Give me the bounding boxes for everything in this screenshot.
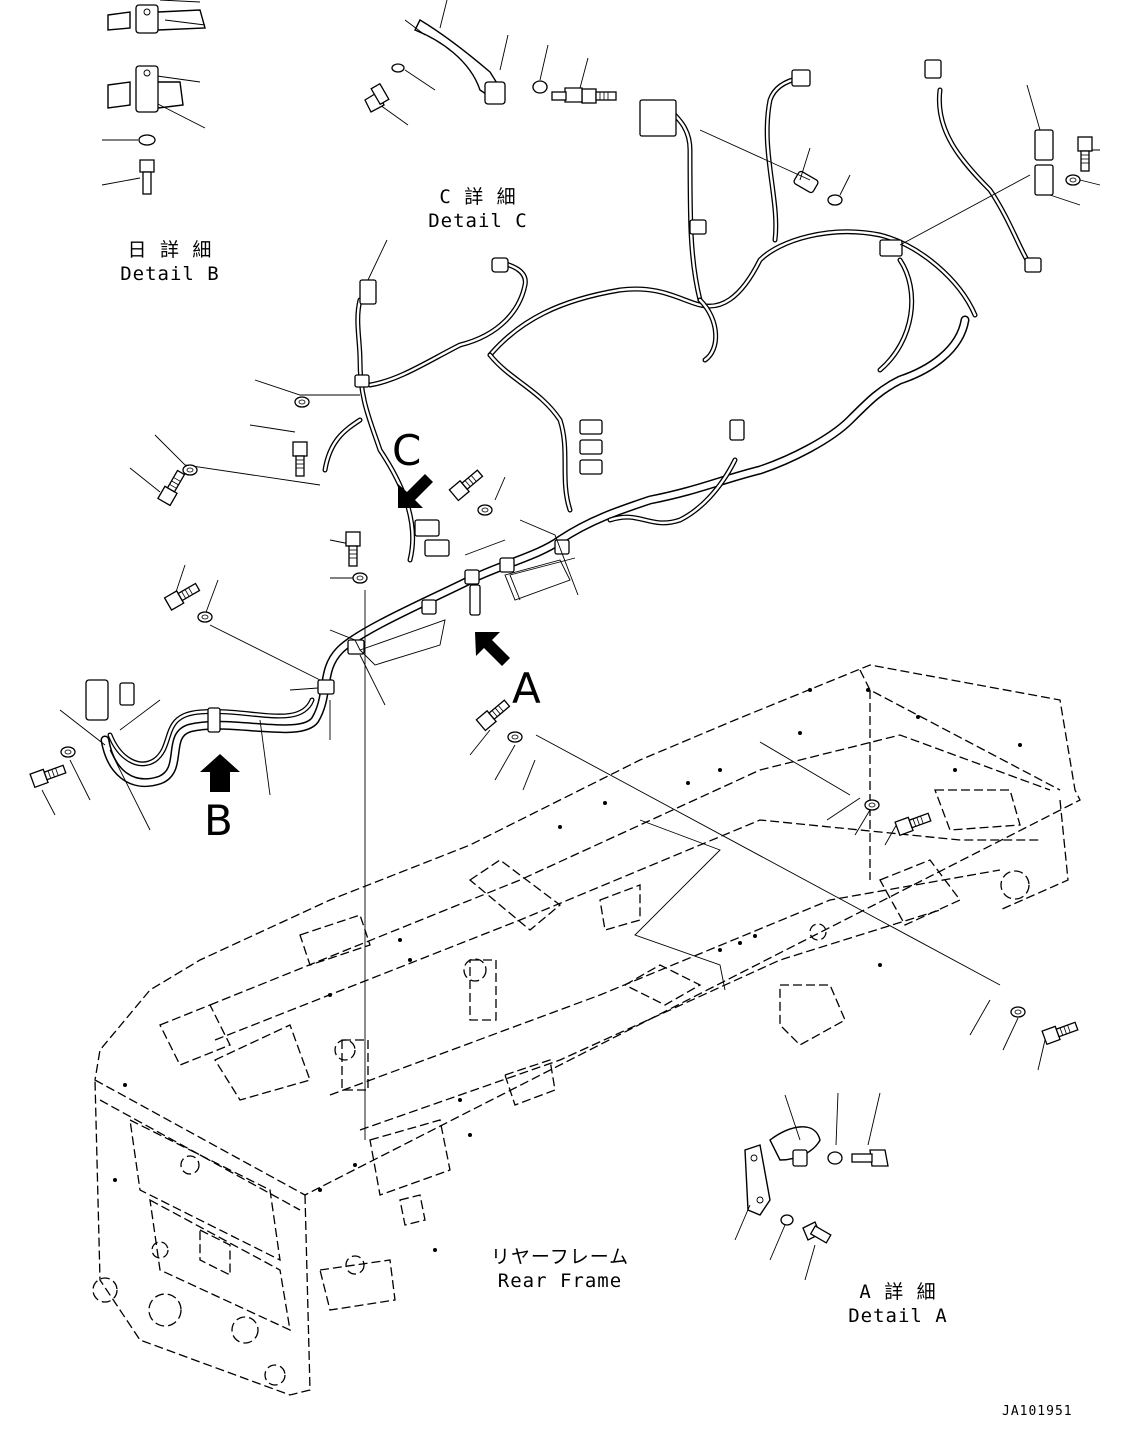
- rear-frame-outline: [92, 664, 1081, 1396]
- detail-a-bracket: [744, 1126, 889, 1244]
- view-label-b: B: [204, 796, 233, 845]
- detail-b-title-jp: 日 詳 細: [127, 239, 213, 261]
- bolt-icon: [29, 764, 67, 789]
- detail-b-title-en: Detail B: [120, 263, 220, 285]
- view-label-a: A: [512, 664, 541, 713]
- view-arrows: [200, 474, 510, 792]
- view-label-c: C: [392, 426, 422, 475]
- bolt-icon: [581, 88, 617, 104]
- view-arrow-b-icon: [200, 754, 240, 792]
- bolt-icon: [163, 582, 201, 611]
- detail-c-clamp: [364, 19, 583, 113]
- view-arrow-c-icon: [398, 474, 433, 508]
- fasteners: [29, 81, 1093, 1046]
- wiring-harness: [100, 75, 1033, 788]
- connectors: [85, 59, 1054, 721]
- bolt-icon: [1041, 1021, 1079, 1046]
- detail-a-label: A 詳 細 Detail A: [848, 1280, 948, 1328]
- detail-b-clamp: [107, 4, 206, 195]
- rear-frame-title-en: Rear Frame: [497, 1270, 623, 1292]
- washer-icon: [477, 504, 493, 516]
- bolt-icon: [1077, 136, 1093, 172]
- rear-frame-label: リヤーフレーム Rear Frame: [490, 1245, 630, 1293]
- view-arrow-a-icon: [475, 632, 510, 666]
- washer-icon: [1065, 174, 1081, 186]
- washer-icon: [352, 572, 368, 584]
- washer-icon: [864, 799, 880, 811]
- detail-c-title-en: Detail C: [428, 210, 528, 232]
- washer-icon: [507, 731, 523, 743]
- bolt-icon: [345, 531, 361, 567]
- detail-c-title-jp: C 詳 細: [439, 186, 517, 208]
- bolt-icon: [292, 441, 308, 477]
- washer-icon: [1010, 1006, 1026, 1018]
- detail-a-title-jp: A 詳 細: [859, 1281, 937, 1303]
- bolt-icon: [894, 812, 932, 837]
- bolt-icon: [475, 699, 511, 732]
- leader-lines: [41, 0, 1101, 1281]
- washer-icon: [60, 746, 76, 758]
- washer-icon: [182, 464, 198, 476]
- detail-a-title-en: Detail A: [848, 1305, 948, 1327]
- drawing-code: JA101951: [1002, 1404, 1073, 1419]
- rear-frame-title-jp: リヤーフレーム: [490, 1246, 630, 1268]
- detail-c-label: C 詳 細 Detail C: [428, 185, 528, 233]
- bolt-icon: [157, 469, 186, 507]
- bolt-icon: [448, 469, 484, 502]
- detail-b-label: 日 詳 細 Detail B: [120, 238, 220, 286]
- washer-icon: [294, 396, 310, 408]
- washer-icon: [197, 611, 213, 623]
